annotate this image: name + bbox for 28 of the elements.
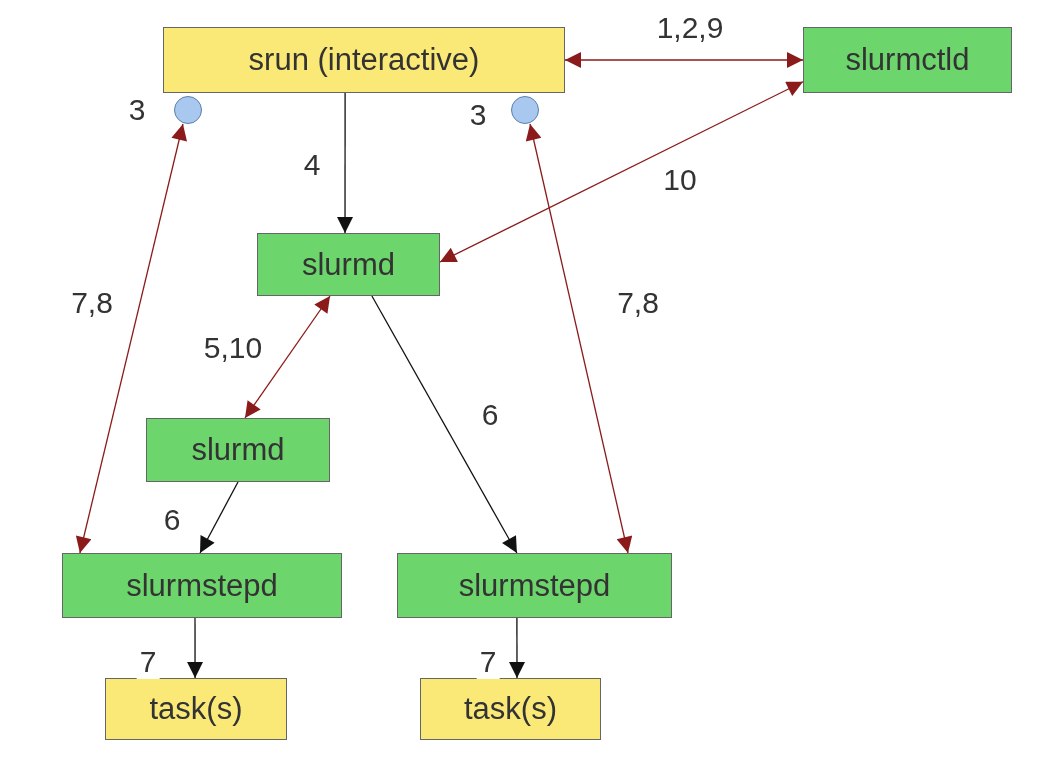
- arrow: [371, 295, 518, 554]
- node-label: task(s): [464, 691, 557, 727]
- node-label: slurmstepd: [458, 567, 611, 604]
- node-label: task(s): [149, 691, 243, 727]
- arrow: [244, 295, 331, 419]
- node-label: slurmd: [302, 246, 395, 283]
- process-box: [62, 553, 342, 618]
- process-box: [146, 418, 330, 482]
- arrow: [75, 123, 187, 554]
- circle-marker: [511, 96, 539, 124]
- arrow: [187, 617, 204, 679]
- process-box: [257, 233, 440, 296]
- node-label: slurmstepd: [126, 567, 278, 604]
- arrow: [337, 92, 354, 234]
- node-label: slurmd: [191, 432, 285, 468]
- process-box: [803, 27, 1012, 93]
- arrow: [439, 81, 804, 263]
- arrow: [199, 481, 239, 554]
- circle-marker: [174, 96, 202, 124]
- arrow: [509, 617, 525, 679]
- arrow: [525, 123, 633, 554]
- process-box: [420, 678, 601, 740]
- process-box: [105, 678, 287, 740]
- process-box: [163, 27, 565, 93]
- arrow: [564, 52, 804, 68]
- node-label: srun (interactive): [248, 42, 480, 78]
- process-box: [397, 553, 672, 618]
- node-label: slurmctld: [845, 42, 970, 78]
